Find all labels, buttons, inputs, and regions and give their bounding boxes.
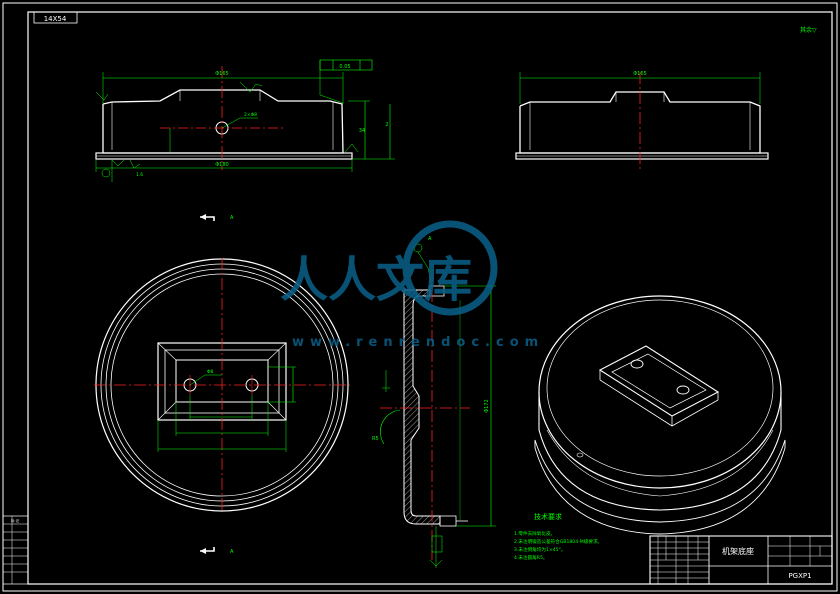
front-view: Φ165 Φ180 34 2 2×Φ8 0.05 1.6 [95, 59, 395, 182]
front-base-width-dim: Φ180 [215, 162, 228, 168]
front-surface-finish: 1.6 [136, 172, 143, 178]
tech-req-title: 技术要求 [534, 512, 562, 521]
front-hole-dim: 2×Φ8 [244, 112, 257, 118]
title-drawing-no: PGXP1 [788, 572, 811, 580]
title-part-name: 机架底座 [722, 546, 754, 556]
sheet-inner-border [27, 11, 833, 585]
section-marker-bottom: A [200, 547, 234, 555]
watermark: 人人文库 www.renrendoc.com [280, 220, 544, 350]
revision-strip-header: 标 记 [11, 518, 20, 523]
watermark-logo-ring [402, 220, 498, 316]
surface-finish-note: 其余▽ [800, 26, 817, 34]
tech-req-item-1: 1.零件去除氧化皮。 [514, 530, 555, 537]
watermark-brand: 人人文库 [280, 252, 472, 308]
tech-req-item-2: 2.未注明锻造公差符合GB1804-M级要求。 [514, 538, 602, 545]
section-label-upper: A [230, 215, 234, 221]
technical-requirements: 技术要求 1.零件去除氧化皮。 2.未注明锻造公差符合GB1804-M级要求。 … [514, 512, 602, 561]
section-view: Φ172 R5 A [372, 236, 496, 568]
top-view-hole-dim: Φ8 [207, 369, 214, 375]
top-left-code-box: 14X54 [33, 11, 78, 24]
section-label-lower: A [230, 549, 234, 555]
front-top-width-dim: Φ165 [215, 71, 228, 77]
tech-req-item-4: 4.未注圆角R5。 [514, 554, 547, 561]
side-view: Φ165 [515, 71, 769, 170]
front-flatness-dim: 0.05 [339, 64, 350, 70]
section-top-label: A [428, 236, 432, 242]
isometric-view [534, 295, 786, 535]
top-left-code: 14X54 [44, 15, 67, 23]
title-block: 机架底座 PGXP1 [649, 535, 833, 585]
tech-req-item-3: 3.未注倒角均为1×45°。 [514, 546, 565, 553]
front-height-small-dim: 2 [385, 122, 388, 128]
section-height-dim: Φ172 [484, 399, 490, 412]
top-view: Φ8 [94, 258, 350, 512]
side-width-dim: Φ165 [633, 71, 646, 77]
front-height-dim: 34 [359, 128, 365, 134]
watermark-url: www.renrendoc.com [292, 335, 544, 350]
section-angle-dim: R5 [372, 436, 379, 442]
revision-strip: 标 记 [2, 515, 29, 585]
section-marker-top: A [200, 214, 234, 221]
